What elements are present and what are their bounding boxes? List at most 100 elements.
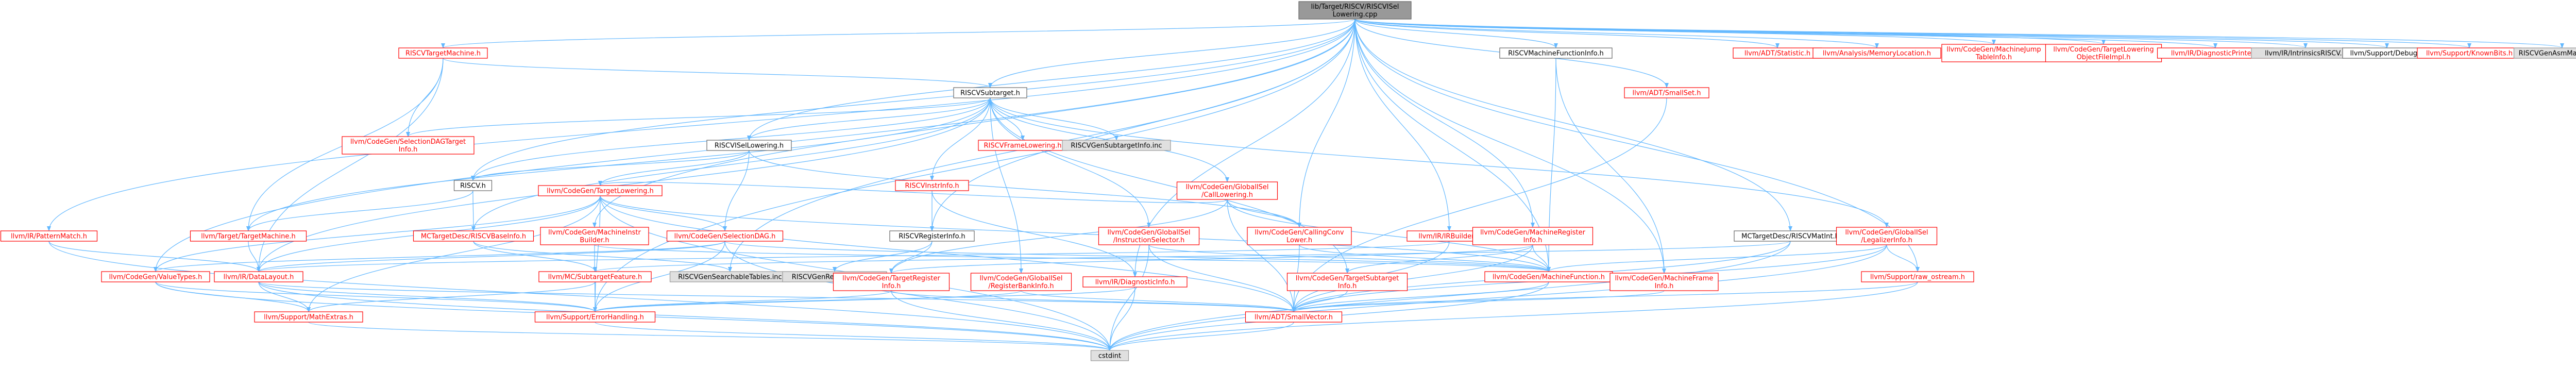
- graph-node-codegen-selectiondag-h[interactable]: llvm/CodeGen/SelectionDAG.h: [666, 230, 784, 242]
- node-label: RISCV.h: [460, 182, 486, 190]
- node-label: llvm/IR/IntrinsicsRISCV.h: [2265, 50, 2346, 58]
- graph-node-riscvisellowering-h[interactable]: RISCVISelLowering.h: [706, 140, 792, 151]
- graph-node-codegen-valuetypes-h[interactable]: llvm/CodeGen/ValueTypes.h: [101, 271, 210, 282]
- node-label: RISCVISelLowering.h: [715, 142, 784, 150]
- node-box: [540, 227, 649, 245]
- include-edge: [930, 97, 991, 181]
- node-box: [706, 140, 792, 151]
- node-box: [214, 271, 303, 282]
- node-label: llvm/ADT/SmallVector.h: [1255, 314, 1333, 322]
- include-edge: [1227, 199, 1301, 228]
- node-box: [1609, 273, 1719, 291]
- graph-node-target-targetmachine-h[interactable]: llvm/Target/TargetMachine.h: [190, 230, 307, 242]
- graph-node-ir-patternmatch-h[interactable]: llvm/IR/PatternMatch.h: [0, 230, 98, 242]
- node-label: RISCVFrameLowering.h: [984, 142, 1061, 150]
- graph-node-codegen-globalisel-instructionselector-h[interactable]: llvm/CodeGen/GlobalISel/InstructionSelec…: [1098, 227, 1200, 245]
- graph-node-ir-diagnosticprinter-h[interactable]: llvm/IR/DiagnosticPrinter.h: [2157, 47, 2274, 59]
- graph-node-root: lib/Target/RISCV/RISCVISelLowering.cpp: [1298, 1, 1412, 20]
- graph-node-mc-subtargetfeature-h[interactable]: llvm/MC/SubtargetFeature.h: [538, 271, 652, 282]
- graph-node-mctargetdesc-riscvmatint-h[interactable]: MCTargetDesc/RISCVMatInt.h: [1734, 230, 1847, 242]
- node-label: llvm/Support/Debug.h: [2350, 50, 2424, 58]
- graph-node-riscvmachinefunctioninfo-h[interactable]: RISCVMachineFunctionInfo.h: [1499, 47, 1613, 59]
- include-edge: [990, 97, 1118, 141]
- graph-node-ir-intrinsicsriscv-h: llvm/IR/IntrinsicsRISCV.h: [2251, 47, 2360, 59]
- include-edge: [258, 281, 1112, 351]
- node-label: llvm/CodeGen/GlobalISel: [979, 275, 1062, 282]
- include-edge: [1354, 19, 2471, 48]
- graph-node-riscvframelowering-h[interactable]: RISCVFrameLowering.h: [978, 140, 1067, 151]
- graph-node-codegen-targetlowering-h[interactable]: llvm/CodeGen/TargetLowering.h: [538, 185, 663, 196]
- node-label: llvm/Analysis/MemoryLocation.h: [1823, 50, 1931, 58]
- graph-node-support-raw-ostream-h[interactable]: llvm/Support/raw_ostream.h: [1861, 271, 1974, 282]
- node-box: [342, 136, 474, 155]
- graph-node-codegen-globalisel-registerbankinfo-h[interactable]: llvm/CodeGen/GlobalISel/RegisterBankInfo…: [970, 273, 1072, 291]
- node-label: llvm/Target/TargetMachine.h: [201, 233, 296, 241]
- node-box: [1247, 227, 1352, 245]
- node-label: llvm/CodeGen/MachineFrame: [1615, 275, 1714, 282]
- node-label: llvm/CodeGen/GlobalISel: [1845, 229, 1928, 237]
- graph-node-mctargetdesc-riscvbaseinfo-h[interactable]: MCTargetDesc/RISCVBaseInfo.h: [413, 230, 534, 242]
- include-edge: [930, 19, 1355, 231]
- graph-node-riscvsubtarget-h[interactable]: RISCVSubtarget.h: [953, 87, 1027, 98]
- node-label: llvm/IR/IRBuilder.h: [1418, 233, 1480, 241]
- graph-node-ir-datalayout-h[interactable]: llvm/IR/DataLayout.h: [214, 271, 303, 282]
- include-edge: [308, 322, 1112, 351]
- node-label: Info.h: [882, 282, 901, 290]
- graph-node-adt-statistic-h[interactable]: llvm/ADT/Statistic.h: [1733, 47, 1822, 59]
- include-edge: [600, 195, 727, 231]
- graph-node-codegen-globalisel-calllowering-h[interactable]: llvm/CodeGen/GlobalISel/CallLowering.h: [1176, 181, 1278, 200]
- include-edge: [593, 290, 1022, 312]
- graph-node-adt-smallset-h[interactable]: llvm/ADT/SmallSet.h: [1624, 87, 1709, 98]
- graph-node-support-mathextras-h[interactable]: llvm/Support/MathExtras.h: [254, 311, 363, 323]
- node-box: [2513, 47, 2576, 59]
- node-label: llvm/IR/DiagnosticPrinter.h: [2171, 50, 2260, 58]
- node-label: llvm/CodeGen/SelectionDAGTarget: [350, 138, 466, 146]
- node-box: [1176, 181, 1278, 200]
- node-label: Info.h: [1338, 282, 1357, 290]
- graph-node-codegen-globalisel-legalizerinfo-h[interactable]: llvm/CodeGen/GlobalISel/LegalizerInfo.h: [1836, 227, 1938, 245]
- graph-node-ir-irbuilder-h[interactable]: llvm/IR/IRBuilder.h: [1406, 230, 1492, 242]
- include-edge: [1354, 19, 1551, 272]
- node-label: Info.h: [399, 146, 418, 154]
- include-edge: [1555, 58, 1666, 274]
- node-label: llvm/Support/MathExtras.h: [264, 314, 353, 322]
- node-label: MCTargetDesc/RISCVMatInt.h: [1741, 233, 1839, 241]
- graph-node-support-knownbits-h[interactable]: llvm/Support/KnownBits.h: [2417, 47, 2522, 59]
- node-label: llvm/CodeGen/MachineInstr: [548, 229, 641, 237]
- node-label: /LegalizerInfo.h: [1861, 237, 1912, 244]
- graph-node-riscvinstrinfo-h[interactable]: RISCVInstrInfo.h: [895, 180, 969, 191]
- graph-node-codegen-machinefunction-h[interactable]: llvm/CodeGen/MachineFunction.h: [1484, 271, 1613, 282]
- include-edge: [1354, 19, 2217, 48]
- graph-node-codegen-targetloweringobjectfileimpl-h[interactable]: llvm/CodeGen/TargetLoweringObjectFileImp…: [2045, 44, 2162, 62]
- graph-node-analysis-memorylocation-h[interactable]: llvm/Analysis/MemoryLocation.h: [1812, 47, 1941, 59]
- include-edge: [1021, 290, 1296, 312]
- graph-node-adt-smallvector-h[interactable]: llvm/ADT/SmallVector.h: [1245, 311, 1343, 323]
- graph-node-ir-diagnosticinfo-h[interactable]: llvm/IR/DiagnosticInfo.h: [1082, 276, 1188, 288]
- include-edge: [48, 241, 261, 272]
- graph-node-support-errorhandling-h[interactable]: llvm/Support/ErrorHandling.h: [534, 311, 656, 323]
- graph-node-riscvregisterinfo-h[interactable]: RISCVRegisterInfo.h: [889, 230, 975, 242]
- include-edge: [155, 281, 597, 312]
- node-box: [953, 87, 1027, 98]
- node-label: llvm/CodeGen/GlobalISel: [1185, 183, 1268, 191]
- include-edge: [749, 150, 1301, 228]
- graph-node-support-debug-h[interactable]: llvm/Support/Debug.h: [2342, 47, 2432, 59]
- include-edge: [471, 150, 750, 181]
- include-edge: [1292, 281, 1918, 312]
- node-label: Builder.h: [580, 237, 609, 244]
- node-box: [1836, 227, 1938, 245]
- include-edge: [441, 19, 1355, 48]
- node-label: llvm/CodeGen/TargetLowering.h: [547, 188, 654, 195]
- node-label: ObjectFileImpl.h: [2077, 54, 2131, 61]
- graph-node-riscv-h[interactable]: RISCV.h: [453, 180, 493, 191]
- graph-node-riscvtargetmachine-h[interactable]: RISCVTargetMachine.h: [398, 47, 488, 59]
- include-edge: [1292, 244, 1533, 312]
